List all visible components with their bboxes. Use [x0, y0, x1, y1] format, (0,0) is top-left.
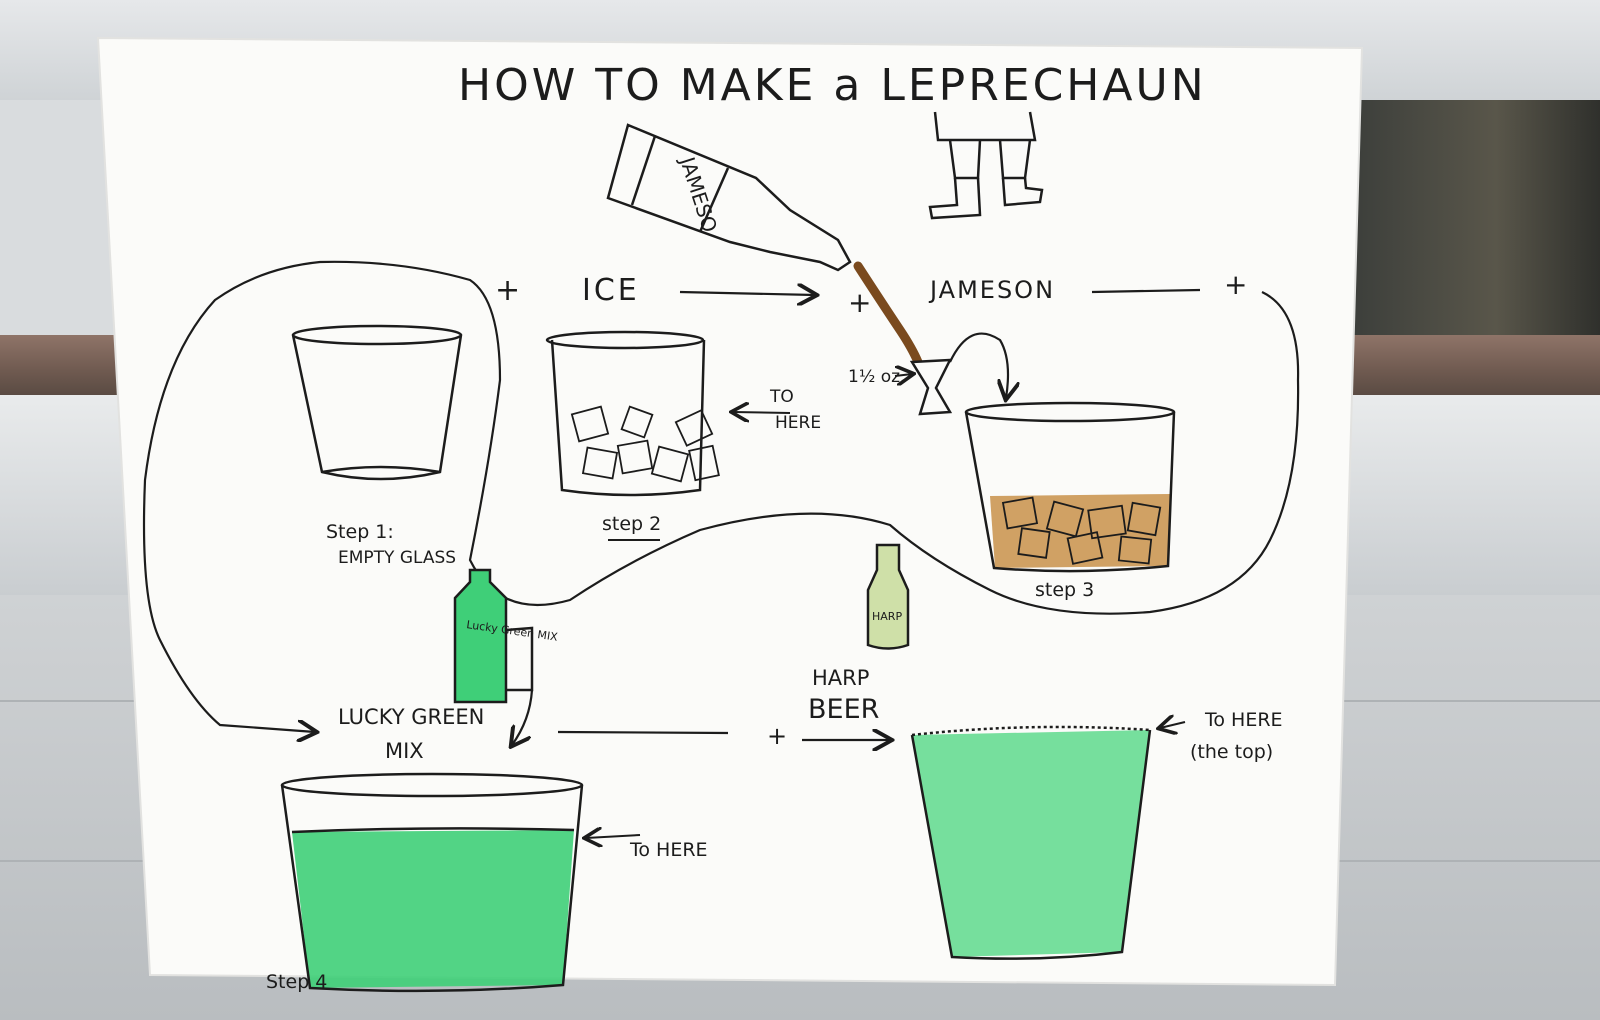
- measure-label: 1½ oz.: [848, 367, 905, 387]
- step3-whiskey-glass: [964, 401, 1176, 573]
- measure-arrow: [894, 374, 912, 376]
- background-window: [1340, 100, 1600, 340]
- step4-dash: [557, 730, 729, 735]
- step3-label: step 3: [1035, 579, 1094, 601]
- jameson-dash: [1091, 288, 1201, 294]
- harp-bottle-label: HARP: [872, 610, 902, 623]
- harp-label: HARP: [812, 666, 869, 690]
- plus-harp: +: [767, 722, 787, 750]
- whiskey-stream: [853, 261, 923, 367]
- lucky-mix-label: MIX: [385, 739, 424, 763]
- harp-bottle-icon: [866, 543, 910, 650]
- leprechaun-legs-icon: [928, 111, 1044, 220]
- ice-arrow: [679, 292, 815, 295]
- step2-label: step 2: [602, 513, 661, 535]
- beer-label: BEER: [808, 694, 879, 725]
- jameson-bottle-icon: [606, 123, 852, 272]
- step4-label: Step 4: [266, 971, 327, 993]
- page-title: HOW TO MAKE a LEPRECHAUN: [458, 60, 1207, 111]
- paper-sheet: [96, 36, 1364, 987]
- step2-to-label: TO: [769, 387, 794, 407]
- step1-sub-label: EMPTY GLASS: [338, 548, 456, 568]
- step4-to-here-label: To HERE: [629, 839, 708, 861]
- final-top-label: (the top): [1190, 741, 1273, 763]
- lucky-green-mix-bottle-icon: [453, 568, 534, 704]
- lucky-green-label: LUCKY GREEN: [338, 705, 484, 729]
- final-arrow: [1160, 722, 1186, 728]
- final-to-here-label: To HERE: [1204, 709, 1283, 731]
- step4-arrow: [586, 835, 641, 838]
- step2-ice-glass: [545, 330, 720, 497]
- jigger-pour-arrow: [949, 332, 1008, 398]
- plus-end: +: [1224, 268, 1247, 301]
- lucky-pour-arrow: [512, 689, 534, 745]
- step2-here-label: HERE: [775, 413, 821, 433]
- step1-label: Step 1:: [326, 521, 394, 543]
- plus-ice: +: [495, 273, 520, 308]
- step4-green-glass: [280, 772, 584, 993]
- step2-arrow: [733, 412, 791, 413]
- final-green-glass: [910, 725, 1152, 960]
- jameson-label: JAMESON: [928, 276, 1055, 304]
- plus-jameson: +: [848, 286, 871, 319]
- ice-label: ICE: [582, 273, 640, 308]
- step1-empty-glass: [291, 324, 463, 481]
